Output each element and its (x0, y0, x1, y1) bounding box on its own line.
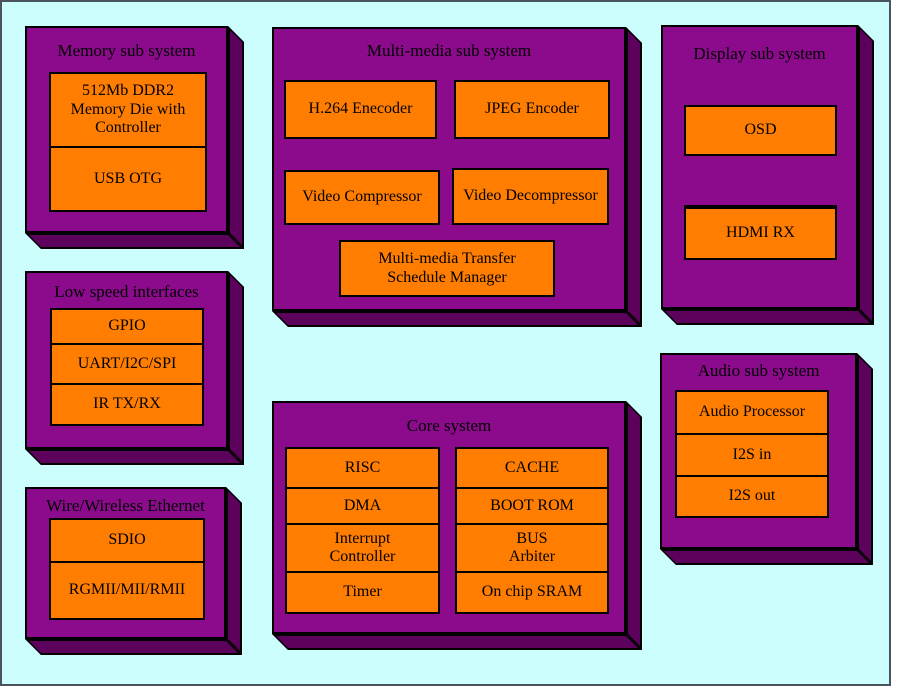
cache-box: CACHE (455, 447, 609, 489)
video-decompressor-box: Video Decompressor (452, 168, 609, 225)
gpio-box: GPIO (50, 308, 204, 345)
lowspeed-3d-right-face (228, 271, 244, 465)
core-right-column: CACHE BOOT ROM BUS Arbiter On chip SRAM (455, 447, 609, 614)
block-low-speed-interfaces: Low speed interfaces GPIO UART/I2C/SPI I… (25, 271, 244, 465)
display-front-face (661, 25, 858, 309)
video-compressor-box: Video Compressor (284, 170, 440, 225)
rgmii-mii-rmii-box: RGMII/MII/RMII (49, 561, 205, 620)
bus-arbiter-box: BUS Arbiter (455, 523, 609, 573)
display-block-title: Display sub system (693, 44, 826, 63)
risc-box: RISC (285, 447, 440, 489)
osd-box: OSD (684, 105, 837, 156)
multimedia-3d-right-face (626, 27, 642, 327)
dma-box: DMA (285, 487, 440, 525)
audio-block-title: Audio sub system (697, 361, 820, 380)
ethernet-3d-right-face (226, 487, 242, 655)
i2s-in-box: I2S in (675, 433, 829, 477)
multimedia-block-title: Multi-media sub system (366, 41, 532, 60)
jpeg-encoder-box: JPEG Encoder (454, 80, 610, 139)
h264-encoder-box: H.264 Enecoder (284, 80, 437, 139)
ethernet-3d-bottom-face (25, 639, 242, 655)
ethernet-block-title: Wire/Wireless Ethernet (46, 496, 205, 515)
memory-block-title: Memory sub system (57, 41, 196, 60)
memory-box-stack: 512Mb DDR2 Memory Die with Controller US… (49, 72, 207, 212)
memory-ddr2-box: 512Mb DDR2 Memory Die with Controller (49, 72, 207, 148)
hdmi-rx-box: HDMI RX (684, 205, 837, 260)
core-3d-bottom-face (272, 634, 642, 650)
lowspeed-box-stack: GPIO UART/I2C/SPI IR TX/RX (50, 308, 204, 426)
memory-usb-otg-box: USB OTG (49, 146, 207, 212)
block-display-subsystem: Display sub system OSD HDMI RX (661, 25, 874, 325)
memory-3d-right-face (228, 26, 244, 249)
ethernet-box-stack: SDIO RGMII/MII/RMII (49, 518, 205, 620)
multimedia-transfer-schedule-manager-box: Multi-media Transfer Schedule Manager (339, 240, 555, 297)
audio-3d-right-face (857, 353, 873, 565)
timer-box: Timer (285, 571, 440, 614)
audio-3d-bottom-face (660, 549, 873, 565)
uart-i2c-spi-box: UART/I2C/SPI (50, 343, 204, 385)
display-3d-bottom-face (661, 309, 874, 325)
lowspeed-block-title: Low speed interfaces (54, 282, 199, 301)
on-chip-sram-box: On chip SRAM (455, 571, 609, 614)
audio-box-stack: Audio Processor I2S in I2S out (675, 390, 829, 518)
block-audio-subsystem: Audio sub system Audio Processor I2S in … (660, 353, 873, 565)
block-memory-subsystem: Memory sub system 512Mb DDR2 Memory Die … (25, 26, 244, 249)
block-wire-wireless-ethernet: Wire/Wireless Ethernet SDIO RGMII/MII/RM… (25, 487, 242, 655)
interrupt-controller-box: Interrupt Controller (285, 523, 440, 573)
block-core-system: Core system RISC DMA Interrupt Controlle… (272, 401, 642, 650)
sdio-box: SDIO (49, 518, 205, 563)
core-3d-right-face (626, 401, 642, 650)
boot-rom-box: BOOT ROM (455, 487, 609, 525)
i2s-out-box: I2S out (675, 475, 829, 518)
block-multimedia-subsystem: Multi-media sub system H.264 Enecoder JP… (272, 27, 642, 327)
memory-3d-bottom-face (25, 233, 244, 249)
audio-processor-box: Audio Processor (675, 390, 829, 435)
core-left-column: RISC DMA Interrupt Controller Timer (285, 447, 440, 614)
lowspeed-3d-bottom-face (25, 449, 244, 465)
multimedia-3d-bottom-face (272, 311, 642, 327)
core-block-title: Core system (406, 416, 492, 435)
ir-tx-rx-box: IR TX/RX (50, 383, 204, 426)
display-3d-right-face (858, 25, 874, 325)
